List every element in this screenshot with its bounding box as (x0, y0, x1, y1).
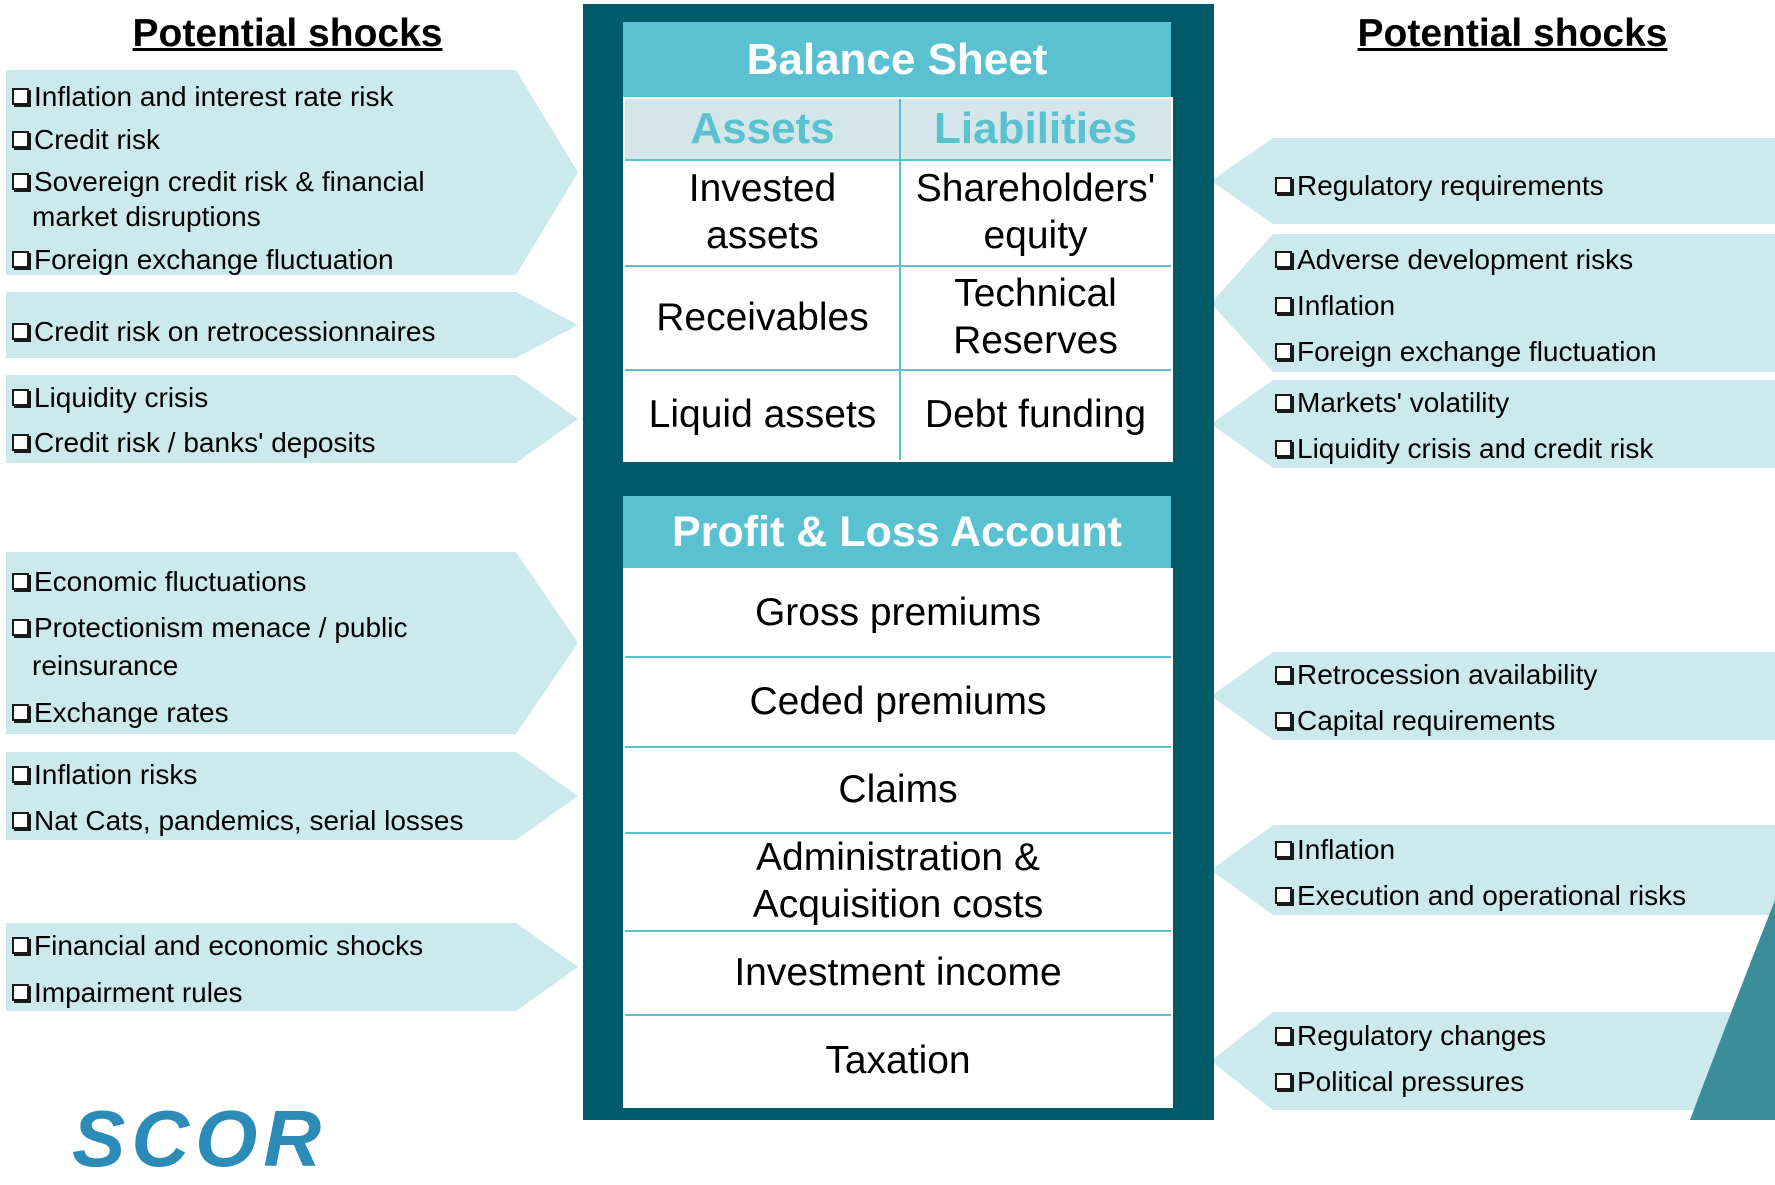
pnl-row: Gross premiums (754, 590, 1042, 634)
left-item: Credit risk (12, 122, 160, 157)
pnl-row: Taxation (825, 1038, 971, 1082)
table-divider (625, 832, 1171, 834)
balance-sheet-title: Balance Sheet (623, 22, 1171, 97)
table-divider (625, 369, 1171, 371)
left-item: Impairment rules (12, 975, 243, 1010)
asset-cell: Invested assets (688, 167, 837, 257)
left-heading: Potential shocks (132, 12, 443, 55)
asset-cell: Receivables (656, 295, 869, 339)
checkbox-bullet-icon (12, 766, 29, 783)
left-arrow-4 (6, 552, 578, 734)
right-item: Foreign exchange fluctuation (1275, 334, 1657, 369)
left-arrow-1 (6, 70, 578, 275)
pnl-table: Gross premiums Ceded premiums Claims Adm… (623, 568, 1173, 1108)
left-item: Liquidity crisis (12, 380, 208, 415)
pnl-row: Investment income (734, 950, 1062, 994)
checkbox-bullet-icon (12, 131, 29, 148)
left-item: Nat Cats, pandemics, serial losses (12, 803, 464, 838)
checkbox-bullet-icon (12, 984, 29, 1001)
checkbox-bullet-icon (12, 619, 29, 636)
checkbox-bullet-icon (1275, 841, 1292, 858)
liabilities-header: Liabilities (900, 99, 1171, 160)
left-item: Inflation risks (12, 757, 197, 792)
checkbox-bullet-icon (1275, 1027, 1292, 1044)
right-item: Political pressures (1275, 1064, 1524, 1099)
left-item: Sovereign credit risk & financial (12, 164, 425, 199)
left-arrow-5 (6, 752, 578, 840)
checkbox-bullet-icon (12, 812, 29, 829)
checkbox-bullet-icon (1275, 297, 1292, 314)
pnl-row: Claims (838, 767, 958, 811)
checkbox-bullet-icon (12, 173, 29, 190)
checkbox-bullet-icon (1275, 887, 1292, 904)
left-arrow-3 (6, 375, 578, 463)
left-arrow-2 (6, 292, 578, 358)
right-item: Regulatory changes (1275, 1018, 1546, 1053)
balance-sheet-table: Assets Liabilities Invested assets Share… (623, 97, 1173, 462)
right-item: Retrocession availability (1275, 657, 1597, 692)
right-item: Execution and operational risks (1275, 878, 1686, 913)
left-arrow-6 (6, 923, 578, 1011)
checkbox-bullet-icon (1275, 251, 1292, 268)
right-arrow-6 (1211, 1012, 1775, 1110)
left-item: reinsurance (32, 650, 179, 681)
checkbox-bullet-icon (12, 88, 29, 105)
right-item: Capital requirements (1275, 703, 1555, 738)
left-item: Foreign exchange fluctuation (12, 242, 394, 277)
checkbox-bullet-icon (1275, 177, 1292, 194)
right-item: Inflation (1275, 288, 1395, 323)
assets-header: Assets (625, 99, 900, 160)
checkbox-bullet-icon (12, 573, 29, 590)
pnl-title: Profit & Loss Account (623, 496, 1171, 568)
table-divider (625, 1014, 1171, 1016)
checkbox-bullet-icon (12, 434, 29, 451)
left-item: Credit risk / banks' deposits (12, 425, 375, 460)
right-arrow-3 (1211, 380, 1775, 468)
table-divider (625, 656, 1171, 658)
company-logo: SCOR (72, 1094, 328, 1183)
checkbox-bullet-icon (1275, 440, 1292, 457)
decorative-swoosh (1690, 900, 1775, 1120)
checkbox-bullet-icon (1275, 712, 1292, 729)
left-item: Economic fluctuations (12, 564, 306, 599)
checkbox-bullet-icon (12, 389, 29, 406)
right-item: Adverse development risks (1275, 242, 1633, 277)
checkbox-bullet-icon (12, 323, 29, 340)
checkbox-bullet-icon (12, 937, 29, 954)
checkbox-bullet-icon (12, 251, 29, 268)
right-arrow-4 (1211, 652, 1775, 740)
right-arrow-1 (1211, 138, 1775, 224)
left-item: Credit risk on retrocessionnaires (12, 314, 436, 349)
checkbox-bullet-icon (1275, 343, 1292, 360)
right-item: Markets' volatility (1275, 385, 1509, 420)
right-item: Regulatory requirements (1275, 168, 1604, 203)
right-arrow-5 (1211, 825, 1775, 915)
pnl-row: Ceded premiums (749, 679, 1047, 723)
left-item: market disruptions (32, 201, 261, 232)
right-item: Liquidity crisis and credit risk (1275, 431, 1653, 466)
left-item: Financial and economic shocks (12, 928, 423, 963)
table-divider (625, 746, 1171, 748)
liability-cell: Shareholders' equity (915, 167, 1156, 257)
left-item: Inflation and interest rate risk (12, 79, 394, 114)
liability-cell: Debt funding (924, 392, 1147, 436)
checkbox-bullet-icon (12, 704, 29, 721)
right-arrow-2 (1211, 234, 1775, 372)
table-divider (625, 930, 1171, 932)
asset-cell: Liquid assets (648, 392, 877, 436)
table-divider (899, 99, 901, 460)
right-heading: Potential shocks (1357, 12, 1668, 55)
checkbox-bullet-icon (1275, 394, 1292, 411)
table-divider (625, 159, 1171, 161)
right-item: Inflation (1275, 832, 1395, 867)
liability-cell: Technical Reserves (953, 272, 1118, 362)
left-item: Protectionism menace / public (12, 610, 408, 645)
checkbox-bullet-icon (1275, 1073, 1292, 1090)
checkbox-bullet-icon (1275, 666, 1292, 683)
left-item: Exchange rates (12, 695, 229, 730)
table-divider (625, 265, 1171, 267)
pnl-row: Administration & Acquisition costs (752, 836, 1044, 926)
